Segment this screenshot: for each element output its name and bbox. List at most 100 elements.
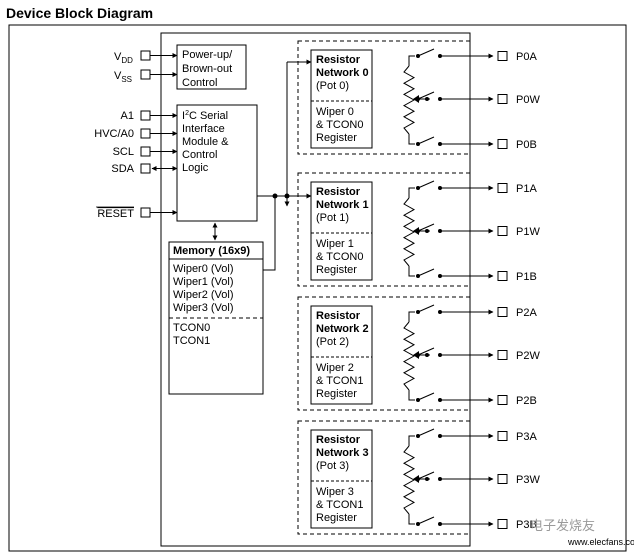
svg-text:Register: Register — [316, 264, 357, 276]
network-1-box — [310, 181, 373, 281]
pin-p0a-pad — [497, 51, 508, 61]
network-3-frame — [297, 420, 471, 535]
switch-1-0 — [417, 180, 435, 189]
pin-vdd-pad — [140, 50, 151, 61]
svg-text:& TCON0: & TCON0 — [316, 251, 363, 263]
memory-title: Memory (16x9) — [173, 245, 250, 257]
svg-text:TCON0: TCON0 — [173, 322, 210, 334]
network-2-box — [310, 305, 373, 405]
svg-text:I2C Serial: I2C Serial — [182, 110, 228, 122]
switch-1-2 — [417, 268, 435, 277]
svg-text:Network 3: Network 3 — [316, 447, 369, 459]
pin-vss-pad — [140, 69, 151, 80]
pin-scl-label: SCL — [113, 146, 134, 158]
pin-hvc-a0-label: HVC/A0 — [94, 128, 134, 140]
svg-text:TCON1: TCON1 — [173, 335, 210, 347]
switch-0-1 — [417, 91, 435, 100]
svg-text:Register: Register — [316, 132, 357, 144]
pin-vss-label: VSS — [114, 70, 132, 84]
svg-text:Network 0: Network 0 — [316, 67, 369, 79]
svg-text:Control: Control — [182, 149, 217, 161]
pin-p2a-label: P2A — [516, 307, 537, 319]
pin-p0a-label: P0A — [516, 51, 537, 63]
power-control-block: Power-up/ Brown-out Control — [176, 44, 247, 90]
svg-text:& TCON1: & TCON1 — [316, 375, 363, 387]
pin-p0w-label: P0W — [516, 94, 540, 106]
pin-p3b-label: P3B — [516, 519, 537, 531]
pin-reset: RESET — [96, 206, 178, 220]
watermark-url: www.elecfans.com — [567, 537, 634, 547]
pin-sda-pad — [140, 163, 151, 174]
svg-text:Control: Control — [182, 77, 217, 89]
switch-0-2 — [417, 136, 435, 145]
pin-a1-label: A1 — [121, 110, 134, 122]
svg-text:Network 1: Network 1 — [316, 199, 369, 211]
pin-sda: SDA — [111, 163, 178, 175]
pin-vss: VSS — [114, 69, 178, 84]
diagram-title: Device Block Diagram — [6, 5, 153, 21]
svg-text:Wiper 2: Wiper 2 — [316, 362, 354, 374]
pin-reset-label: RESET — [97, 208, 134, 220]
pin-p2b-label: P2B — [516, 395, 537, 407]
pin-p2w-label: P2W — [516, 350, 540, 362]
svg-text:Resistor: Resistor — [316, 310, 361, 322]
switch-3-2 — [417, 516, 435, 525]
device-body — [160, 32, 471, 547]
pin-p2b-pad — [497, 395, 508, 405]
svg-text:Resistor: Resistor — [316, 54, 361, 66]
watermark: 电子发烧友 — [530, 518, 595, 533]
network-1-frame — [297, 172, 471, 287]
switch-2-1 — [417, 347, 435, 356]
switch-1-1 — [417, 223, 435, 232]
pin-p0b-label: P0B — [516, 139, 537, 151]
network-3-box — [310, 429, 373, 529]
memory-block: Memory (16x9) Wiper0 (Vol) Wiper1 (Vol) … — [168, 241, 264, 395]
pin-p1a-label: P1A — [516, 183, 537, 195]
internal-bus — [257, 59, 312, 271]
svg-text:Module &: Module & — [182, 136, 229, 148]
switch-2-2 — [417, 392, 435, 401]
pin-scl: SCL — [113, 146, 178, 158]
pin-p2a-pad — [497, 307, 508, 317]
pin-p3w-pad — [497, 474, 508, 484]
pin-hvc-a0: HVC/A0 — [94, 128, 178, 140]
svg-text:Wiper 0: Wiper 0 — [316, 106, 354, 118]
resistor-0 — [402, 65, 416, 135]
svg-text:(Pot 1): (Pot 1) — [316, 212, 349, 224]
svg-text:Interface: Interface — [182, 123, 225, 135]
svg-text:& TCON0: & TCON0 — [316, 119, 363, 131]
resistor-1 — [402, 197, 416, 267]
svg-text:& TCON1: & TCON1 — [316, 499, 363, 511]
svg-text:Register: Register — [316, 388, 357, 400]
switch-3-0 — [417, 428, 435, 437]
pin-p0w-pad — [497, 94, 508, 104]
pin-vdd: VDD — [114, 50, 178, 65]
network-0-frame — [297, 40, 471, 155]
svg-text:Brown-out: Brown-out — [182, 63, 232, 75]
pin-p3a-pad — [497, 431, 508, 441]
svg-text:(Pot 0): (Pot 0) — [316, 80, 349, 92]
pin-a1: A1 — [121, 110, 178, 122]
pin-sda-label: SDA — [111, 163, 134, 175]
pin-p3w-label: P3W — [516, 474, 540, 486]
network-2-frame — [297, 296, 471, 411]
pin-p1b-pad — [497, 271, 508, 281]
svg-text:Wiper 3: Wiper 3 — [316, 486, 354, 498]
pin-p1w-pad — [497, 226, 508, 236]
svg-text:Power-up/: Power-up/ — [182, 49, 233, 61]
switch-0-0 — [417, 48, 435, 57]
outer-border — [8, 24, 627, 552]
svg-text:Wiper2 (Vol): Wiper2 (Vol) — [173, 289, 234, 301]
switch-2-0 — [417, 304, 435, 313]
svg-text:Resistor: Resistor — [316, 186, 361, 198]
switch-3-1 — [417, 471, 435, 480]
pin-p0b-pad — [497, 139, 508, 149]
pin-p1b-label: P1B — [516, 271, 537, 283]
svg-text:(Pot 3): (Pot 3) — [316, 460, 349, 472]
network-0-box — [310, 49, 373, 149]
resistor-3 — [402, 445, 416, 515]
